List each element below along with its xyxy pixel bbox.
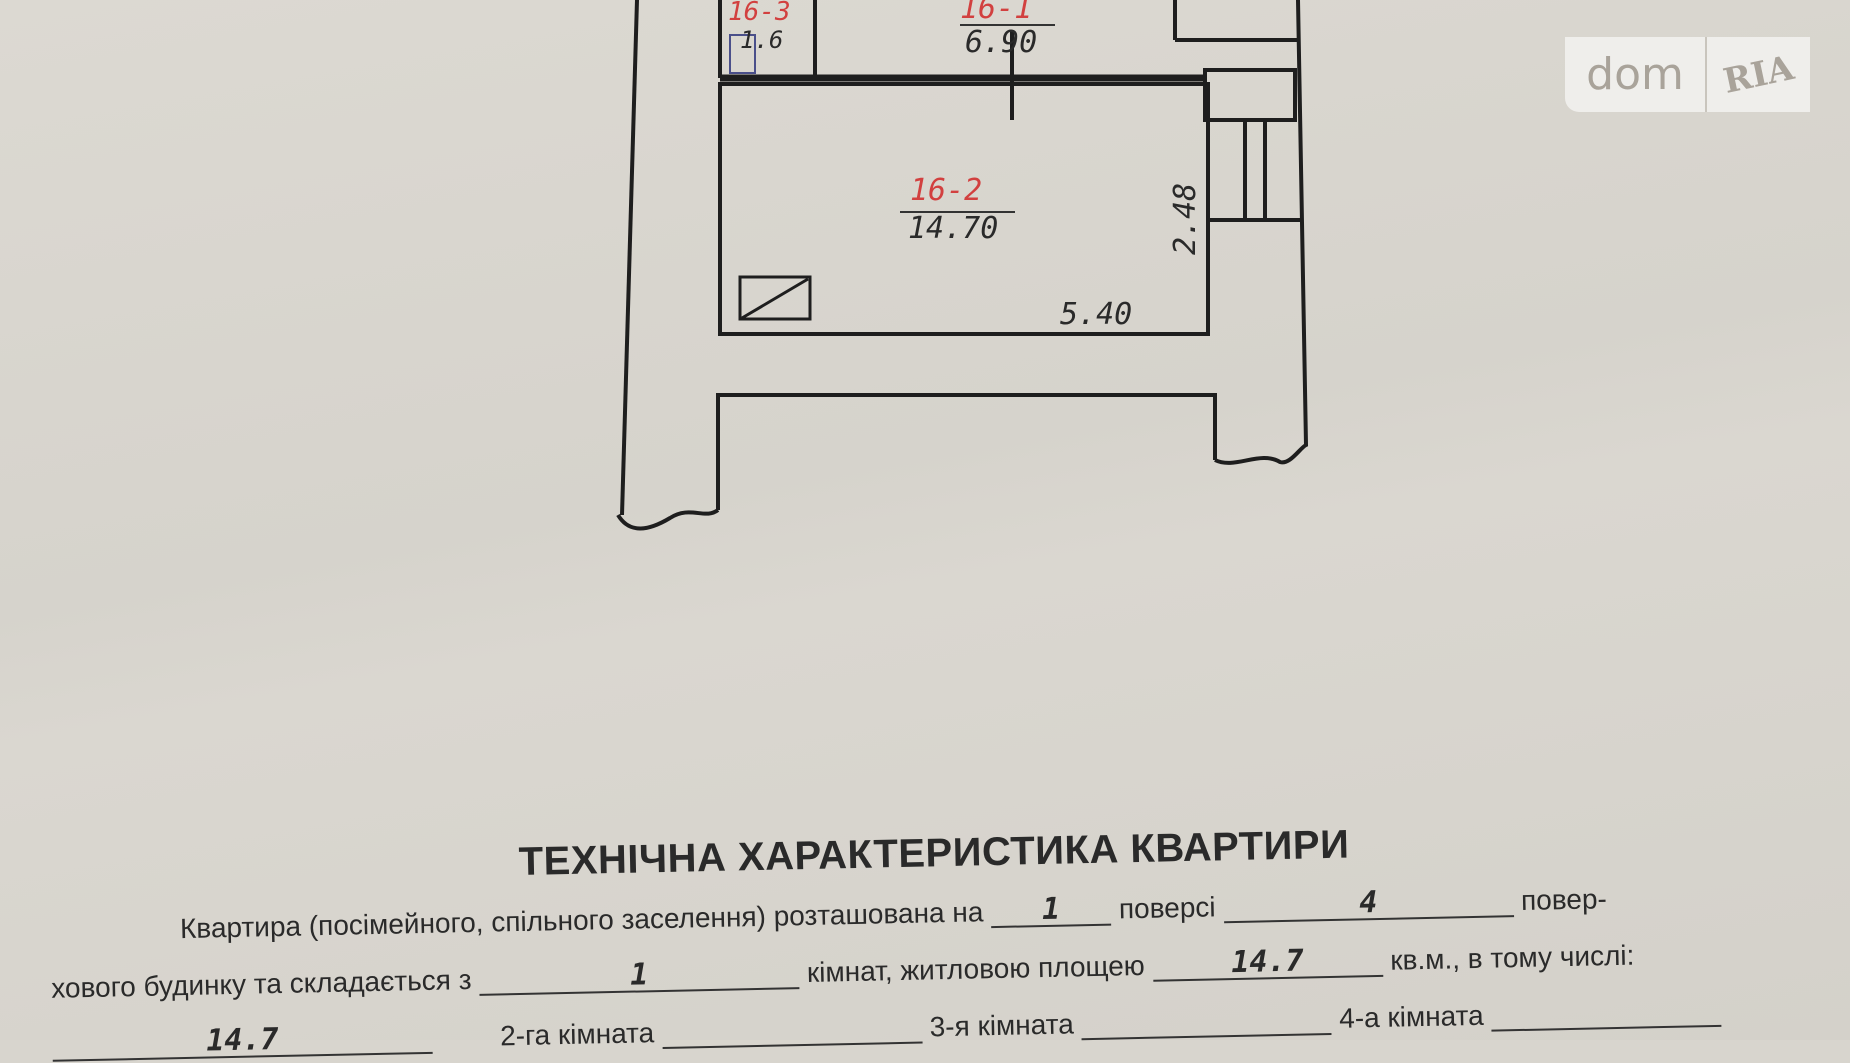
room2-area-field	[662, 1041, 923, 1050]
line1-text-c: повер-	[1520, 883, 1608, 916]
inner-left-wall	[716, 393, 1217, 510]
sink-icon	[729, 34, 756, 74]
room3-label: 3-я кімната	[929, 1008, 1075, 1043]
room-2-label: 16-2	[910, 173, 982, 208]
domria-watermark-logo: dom RIA	[1565, 37, 1810, 112]
rooms-count-field: 1	[478, 957, 800, 996]
floor-field: 1	[990, 892, 1112, 929]
right-stair-box	[1203, 68, 1300, 222]
room-2-area: 14.70	[908, 211, 998, 246]
room-3-area: 1.6	[740, 26, 783, 54]
room-1-divider	[1010, 0, 1300, 120]
floor-plan: 16-3 1.6 16-1 6.90 16-2 14.70 5.40 2.48	[616, 0, 1309, 531]
outer-left-wall	[620, 0, 639, 516]
line2-text-b: кімнат, житловою площею	[806, 949, 1146, 988]
document-paper	[0, 0, 1850, 1040]
room-2-outline	[718, 82, 1210, 336]
room-3-wall	[718, 0, 817, 78]
room-1-label: 16-1	[960, 0, 1032, 26]
line1-text-b: поверсі	[1118, 891, 1216, 925]
room-3-label: 16-3	[728, 0, 791, 27]
line2-text-c: кв.м., в тому числі:	[1389, 939, 1635, 976]
outer-bottom-break	[616, 508, 720, 531]
room2-label: 2-га кімната	[499, 1017, 655, 1052]
stove-icon	[738, 275, 812, 321]
floors-total-field: 4	[1222, 885, 1514, 924]
room4-label: 4-а кімната	[1338, 999, 1484, 1034]
living-area-field: 14.7	[1152, 944, 1383, 982]
width-dimension: 5.40	[1060, 297, 1132, 332]
room1-area-field: 14.7	[52, 1021, 433, 1062]
room-1-area: 6.90	[965, 25, 1037, 60]
outer-right-break	[1214, 0, 1309, 465]
logo-ria: RIA	[1719, 47, 1798, 102]
height-dimension: 2.48	[1168, 183, 1203, 255]
logo-dom: dom	[1565, 37, 1707, 112]
